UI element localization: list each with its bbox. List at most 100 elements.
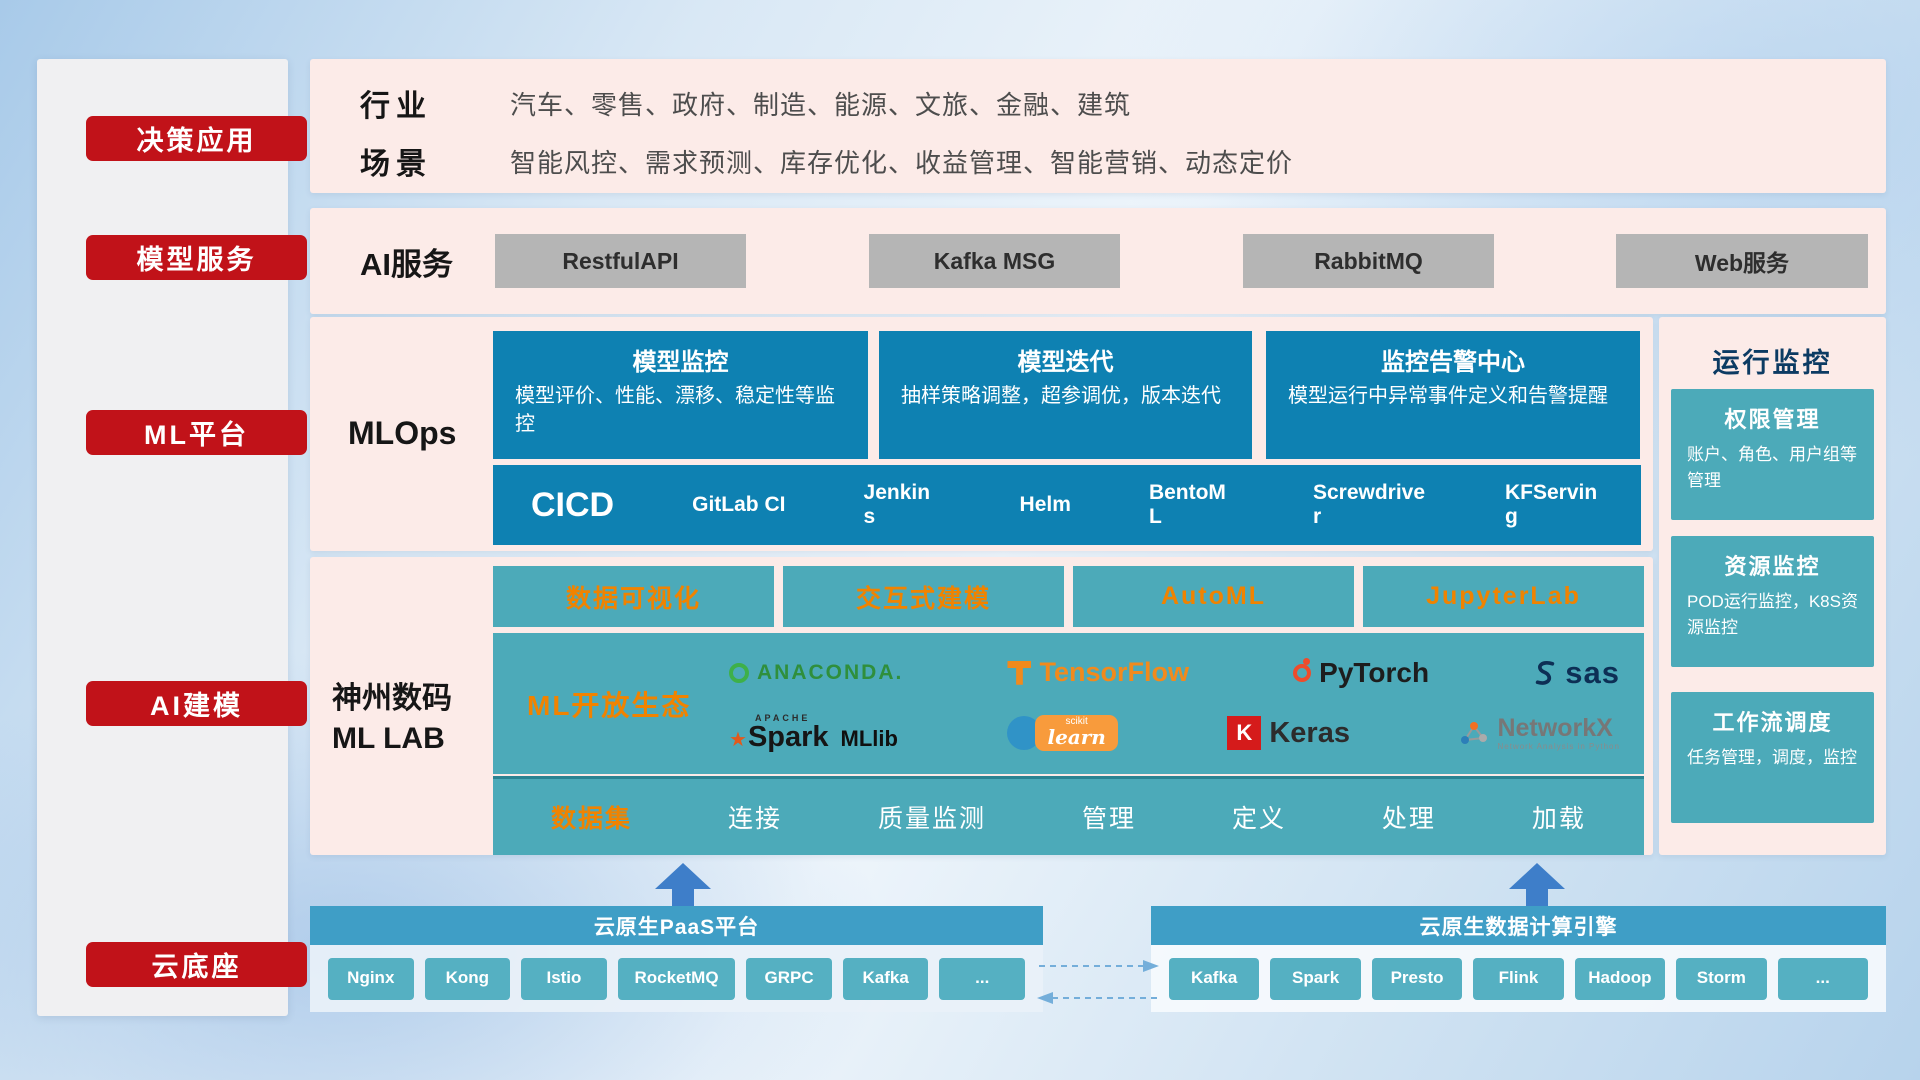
tool-gitlab-ci: GitLab CI — [692, 492, 786, 516]
chip-presto: Presto — [1371, 957, 1463, 1000]
service-web: Web服务 — [1616, 234, 1868, 288]
engine-strip: Kafka Spark Presto Flink Hadoop Storm ..… — [1151, 945, 1886, 1012]
card-title: 模型监控 — [632, 349, 729, 376]
card-title: 资源监控 — [1724, 554, 1821, 579]
chip-more: ... — [1777, 957, 1868, 1000]
chip-storm: Storm — [1676, 957, 1767, 1000]
anaconda-logo: ANACONDA. — [729, 661, 903, 685]
chip-label: GRPC — [764, 968, 814, 988]
tool-label: 数据可视化 — [565, 584, 701, 613]
keras-logo: K Keras — [1227, 716, 1350, 751]
chip-istio: Istio — [521, 957, 607, 1000]
card-title: 工作流调度 — [1712, 710, 1833, 735]
spark-text: Spark — [747, 721, 829, 754]
anaconda-text: ANACONDA. — [757, 660, 904, 684]
tensorflow-text: TensorFlow — [1039, 657, 1189, 688]
card-model-iteration: 模型迭代 抽样策略调整，超参调优，版本迭代 — [879, 331, 1252, 459]
chip-label: Flink — [1498, 968, 1539, 988]
service-label: Web服务 — [1694, 250, 1790, 276]
mllab-panel: 神州数码 ML LAB 数据可视化 交互式建模 AutoML JupyterLa… — [310, 557, 1653, 855]
dataset-label: 数据集 — [551, 805, 633, 833]
chip-flink: Flink — [1473, 957, 1564, 1000]
spark-star-icon: ★ — [729, 729, 747, 752]
chip-label: Kong — [445, 968, 490, 988]
dataset-row: 数据集 连接 质量监测 管理 定义 处理 加载 — [493, 776, 1644, 855]
pytorch-text: PyTorch — [1319, 656, 1430, 688]
networkx-text: NetworkX — [1497, 714, 1613, 743]
scikit-text: scikit — [1065, 716, 1088, 728]
sidebar-label: AI建模 — [150, 691, 243, 721]
card-title: 权限管理 — [1724, 407, 1821, 432]
chip-rocketmq: RocketMQ — [617, 957, 736, 1000]
scene-list: 智能风控、需求预测、库存优化、收益管理、智能营销、动态定价 — [510, 147, 1294, 178]
industry-label: 行业 — [360, 90, 432, 123]
dataset-item: 处理 — [1381, 805, 1436, 833]
card-model-monitoring: 模型监控 模型评价、性能、漂移、稳定性等监控 — [493, 331, 868, 459]
dataset-item: 连接 — [727, 805, 782, 833]
left-category-column: 决策应用 模型服务 ML平台 AI建模 云底座 — [37, 59, 307, 1016]
engine-title: 云原生数据计算引擎 — [1419, 915, 1618, 939]
dataset-item: 质量监测 — [877, 805, 986, 833]
card-desc: 模型运行中异常事件定义和告警提醒 — [1288, 385, 1608, 407]
service-kafka-msg: Kafka MSG — [869, 234, 1120, 288]
spark-mllib-logo: APACHE ★ Spark MLlib — [729, 714, 898, 752]
chip-kafka: Kafka — [842, 957, 929, 1000]
tool-data-viz: 数据可视化 — [493, 566, 774, 627]
tool-kfserving: KFServing — [1505, 480, 1598, 528]
card-alert-center: 监控告警中心 模型运行中异常事件定义和告警提醒 — [1266, 331, 1640, 459]
mllab-tool-row: 数据可视化 交互式建模 AutoML JupyterLab — [493, 566, 1644, 627]
tensorflow-icon — [1007, 660, 1032, 685]
chip-label: Kafka — [1191, 968, 1238, 988]
chip-label: Nginx — [347, 968, 395, 988]
up-arrow-icon — [655, 863, 711, 907]
card-desc: 账户、角色、用户组等管理 — [1687, 445, 1857, 490]
anaconda-icon — [729, 662, 749, 683]
ai-service-panel: AI服务 RestfulAPI Kafka MSG RabbitMQ Web服务 — [310, 208, 1886, 314]
chip-label: ... — [1815, 968, 1830, 988]
chip-label: Presto — [1390, 968, 1444, 988]
chip-label: Kafka — [862, 968, 909, 988]
service-label: Kafka MSG — [933, 247, 1056, 274]
chip-label: Istio — [546, 968, 582, 988]
tool-screwdriver: Screwdriver — [1312, 480, 1426, 528]
chip-nginx: Nginx — [328, 957, 414, 1000]
card-workflow-scheduling: 工作流调度 任务管理，调度，监控 — [1671, 692, 1874, 823]
card-desc: 抽样策略调整，超参调优，版本迭代 — [901, 385, 1221, 407]
tool-label: AutoML — [1160, 582, 1267, 610]
sas-text: sas — [1565, 654, 1620, 690]
chip-label: RocketMQ — [634, 968, 719, 988]
paas-header: 云原生PaaS平台 — [310, 906, 1043, 945]
sas-icon — [1536, 660, 1555, 685]
monitoring-panel: 运行监控 权限管理 账户、角色、用户组等管理 资源监控 POD运行监控，K8S资… — [1659, 317, 1886, 855]
service-restfulapi: RestfulAPI — [495, 234, 746, 288]
chip-kafka: Kafka — [1169, 957, 1260, 1000]
dataset-item: 管理 — [1081, 805, 1136, 833]
sidebar-label: ML平台 — [144, 420, 249, 450]
mllab-label: 神州数码 ML LAB — [332, 679, 452, 759]
paas-strip: Nginx Kong Istio RocketMQ GRPC Kafka ... — [310, 945, 1043, 1012]
scikit-learn-logo: scikit learn — [1007, 715, 1118, 752]
tool-helm: Helm — [1019, 492, 1071, 516]
tool-label: JupyterLab — [1426, 582, 1581, 610]
industry-list: 汽车、零售、政府、制造、能源、文旅、金融、建筑 — [510, 89, 1132, 120]
ai-service-label: AI服务 — [360, 247, 453, 282]
tensorflow-logo: TensorFlow — [1007, 657, 1189, 688]
paas-title: 云原生PaaS平台 — [593, 915, 760, 939]
mlops-label: MLOps — [348, 415, 457, 451]
ecosystem-title: ML开放生态 — [527, 689, 692, 721]
card-desc: 模型评价、性能、漂移、稳定性等监控 — [515, 385, 835, 435]
apache-text: APACHE — [755, 713, 811, 724]
monitoring-title: 运行监控 — [1712, 348, 1833, 378]
card-resource-monitoring: 资源监控 POD运行监控，K8S资源监控 — [1671, 536, 1874, 667]
networkx-logo: NetworkX Network Analysis in Python — [1459, 715, 1620, 751]
tool-jenkins: Jenkins — [863, 480, 931, 528]
up-arrow-icon — [1509, 863, 1565, 907]
card-desc: POD运行监控，K8S资源监控 — [1687, 592, 1858, 637]
cicd-bar: CICD GitLab CI Jenkins Helm BentoML Scre… — [493, 465, 1641, 545]
sidebar-item-cloud-base: 云底座 — [86, 942, 307, 987]
keras-text: Keras — [1269, 716, 1350, 749]
lab-name: ML LAB — [332, 722, 445, 755]
sidebar-item-decision-apps: 决策应用 — [86, 116, 307, 161]
sidebar-item-ml-platform: ML平台 — [86, 410, 307, 455]
dashed-arrow-icon — [1037, 960, 1159, 1004]
